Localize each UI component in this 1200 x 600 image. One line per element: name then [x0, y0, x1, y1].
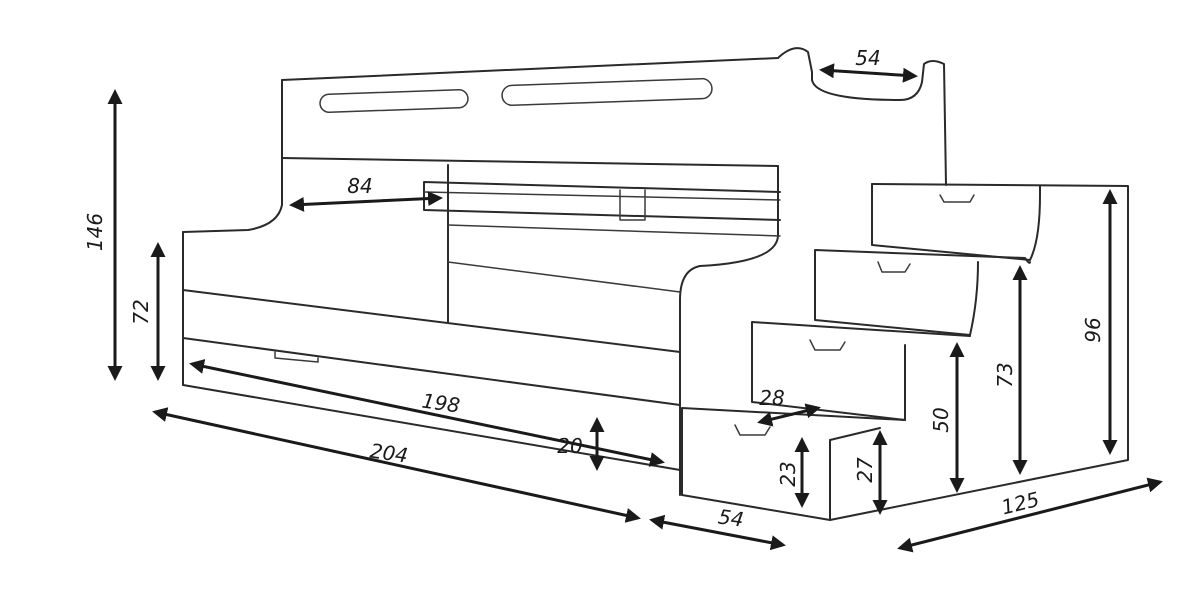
label-lower-bed-height: 72 [129, 299, 153, 324]
dim-arrow-stairs-width [897, 477, 1163, 553]
upper-headboard-left-edge [182, 79, 283, 233]
label-drawer-height: 20 [557, 434, 582, 458]
headboard-slot-left [319, 88, 469, 114]
label-first-step-top: 27 [853, 457, 877, 483]
dimension-labels: 146 72 84 54 198 204 20 54 28 23 27 50 7… [83, 46, 1105, 532]
dim-arrow-step-depth [757, 403, 821, 427]
stair-step-2-handle [809, 339, 846, 351]
lower-bed-inner-line [447, 224, 781, 293]
dim-arrow-upper-opening [289, 191, 443, 212]
stair-top-handle [939, 194, 975, 203]
label-upper-opening: 84 [347, 174, 372, 198]
stair-step-1-handle [734, 424, 771, 436]
label-step-depth: 28 [759, 386, 784, 410]
label-total-height: 146 [83, 213, 107, 251]
dim-arrow-total-length [152, 407, 641, 523]
upper-headboard [281, 47, 947, 186]
upper-rail [423, 181, 781, 221]
label-first-step-height: 23 [776, 461, 800, 486]
upper-rail-top [281, 157, 779, 167]
bed-frame [182, 47, 947, 496]
label-top-step: 54 [855, 46, 880, 70]
lower-bed-mattress-line [182, 289, 681, 353]
stairs-back-profile [681, 183, 1129, 521]
dim-arrow-top-step [819, 63, 918, 83]
dimension-arrows [107, 63, 1163, 553]
stair-step-3-handle [877, 261, 911, 273]
upper-support-post [679, 165, 779, 411]
label-bed-length: 198 [420, 389, 461, 418]
dim-arrow-stairs-depth [649, 514, 786, 551]
label-stairs-height: 96 [1081, 317, 1105, 342]
label-second-step-height: 50 [929, 407, 953, 432]
label-stairs-depth: 54 [717, 504, 746, 531]
headboard-slot-right [501, 77, 713, 107]
label-total-length: 204 [368, 439, 409, 468]
stair-top-box [871, 183, 1041, 261]
label-third-step-height: 73 [993, 362, 1017, 387]
upper-rail-inner [423, 189, 781, 221]
stair-step-3 [814, 249, 1031, 336]
